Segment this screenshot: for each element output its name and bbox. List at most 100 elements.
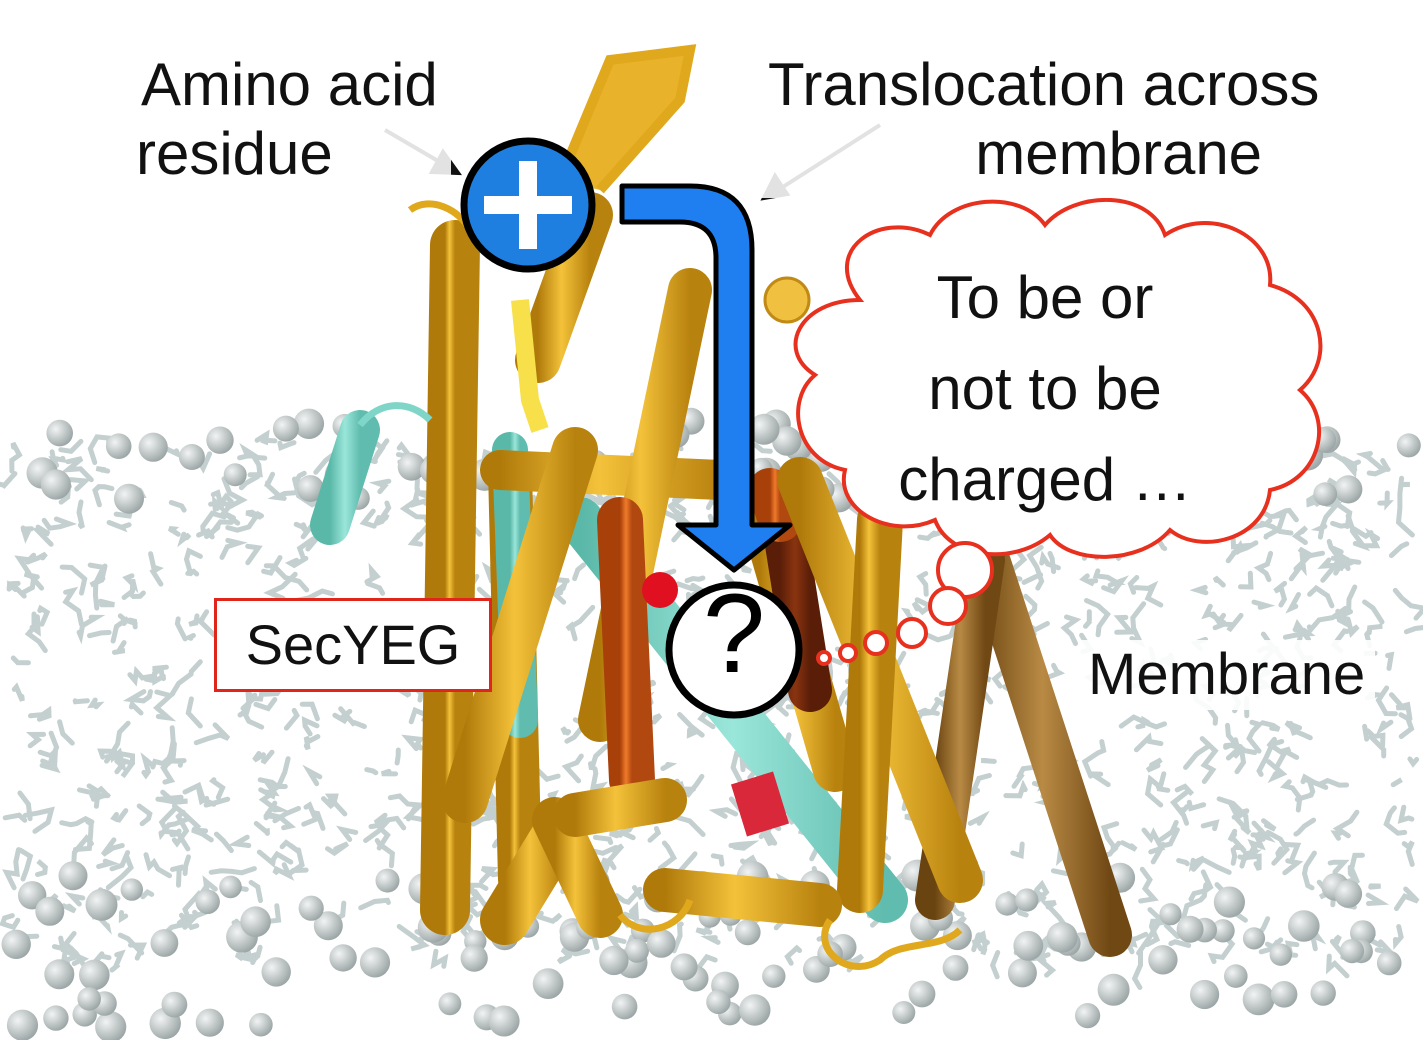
lipid-head — [46, 419, 73, 447]
lipid-tail — [1201, 857, 1232, 875]
lipid-tail — [62, 931, 86, 968]
lipid-tail — [1279, 779, 1303, 813]
thought-line-2: not to be — [928, 355, 1162, 422]
lipid-tail — [1390, 777, 1403, 788]
lipid-tail — [159, 789, 184, 807]
lipid-tail — [170, 864, 185, 888]
lipid-tail — [197, 609, 217, 638]
lipid-tail — [177, 531, 192, 548]
lipid-tail — [1212, 612, 1244, 633]
lipid-tail — [1227, 799, 1250, 817]
lipid-head — [599, 945, 629, 976]
helix-gold-bottom-2 — [553, 778, 687, 837]
lipid-head — [995, 892, 1019, 916]
lipid-tail — [1332, 809, 1360, 839]
lipid-tail — [1234, 746, 1258, 775]
lipid-tail — [104, 720, 131, 764]
lipid-head — [1242, 983, 1275, 1016]
lipid-tail — [228, 834, 252, 848]
lipid-tail — [1388, 541, 1410, 559]
lipid-head — [375, 868, 400, 893]
translocation-arrow — [619, 183, 793, 573]
lipid-tail — [58, 438, 84, 454]
lipid-head — [488, 1005, 520, 1037]
lipid-tail — [1325, 953, 1350, 979]
lipid-head — [1046, 921, 1078, 953]
lipid-tail — [921, 624, 957, 643]
lipid-tail — [396, 924, 430, 952]
lipid-tail — [1135, 715, 1151, 730]
helix-gold-bottom-3 — [643, 868, 842, 927]
lipid-head — [748, 413, 780, 445]
lipid-tail — [1375, 719, 1394, 736]
lipid-tail — [1225, 737, 1241, 761]
lipid-head — [43, 1005, 69, 1031]
lipid-head — [40, 469, 71, 500]
lipid-tail — [118, 910, 129, 924]
lipid-tail — [917, 530, 937, 542]
lipid-tail — [1207, 932, 1236, 964]
thought-dot-6 — [816, 650, 832, 666]
lipid-tail — [35, 859, 48, 877]
lipid-head — [670, 953, 698, 981]
lipid-head — [611, 993, 638, 1020]
lipid-tail — [1263, 527, 1281, 540]
lipid-tail — [658, 507, 691, 543]
lipid-tail — [87, 562, 108, 611]
lipid-tail — [1133, 732, 1164, 753]
lipid-tail — [140, 889, 155, 900]
lipid-head — [219, 875, 242, 899]
lipid-tail — [122, 573, 139, 594]
lipid-tail — [245, 689, 258, 706]
lipid-head — [272, 415, 299, 442]
lipid-tail — [72, 698, 90, 705]
lipid-tail — [989, 950, 1001, 980]
helix-gold-left-front — [442, 427, 598, 823]
lipid-tail — [0, 913, 21, 931]
lipid-head — [908, 980, 936, 1008]
lipid-tail — [535, 910, 563, 925]
lipid-tail — [128, 699, 144, 716]
lipid-head — [1288, 910, 1320, 942]
lipid-tail — [1201, 603, 1227, 625]
lipid-tail — [17, 847, 34, 882]
thought-dot-5 — [838, 643, 858, 663]
lipid-tail — [110, 616, 130, 644]
lipid-tail — [336, 825, 359, 842]
lipid-head — [178, 444, 205, 470]
lipid-tail — [199, 451, 213, 474]
lipid-tail — [1317, 501, 1343, 540]
loop-top-hairpin — [555, 44, 697, 194]
lipid-tail — [264, 471, 284, 500]
lipid-head — [298, 895, 324, 921]
lipid-head — [1376, 950, 1402, 976]
lipid-tail — [1212, 575, 1226, 588]
lipid-tail — [20, 578, 36, 596]
lipid-tail — [185, 568, 200, 577]
lipid-tail — [41, 516, 78, 531]
lipid-tail — [1092, 568, 1126, 586]
lipid-tail — [171, 758, 187, 768]
lipid-tail — [1291, 525, 1309, 545]
lipid-tail — [1301, 850, 1317, 891]
lipid-tail — [1300, 773, 1329, 790]
translocation-label-line2: membrane — [975, 120, 1263, 187]
secyeg-label: SecYEG — [214, 598, 492, 692]
lipid-head — [1007, 958, 1037, 988]
lipid-tail — [1293, 546, 1325, 572]
lipid-tail — [1278, 746, 1300, 760]
lipid-head — [58, 861, 88, 891]
lipid-tail — [261, 555, 283, 576]
lipid-tail — [622, 901, 640, 924]
lipid-tail — [64, 892, 86, 907]
lipid-tail — [684, 575, 706, 584]
lipid-tail — [671, 921, 684, 954]
lipid-tail — [200, 510, 227, 533]
lipid-head — [138, 432, 168, 462]
lipid-tail — [1395, 475, 1415, 538]
lipid-tail — [60, 456, 94, 483]
lipid-tail — [677, 712, 705, 738]
lipid-head — [293, 408, 325, 439]
lipid-tail — [252, 751, 266, 763]
lipid-head — [195, 889, 220, 914]
